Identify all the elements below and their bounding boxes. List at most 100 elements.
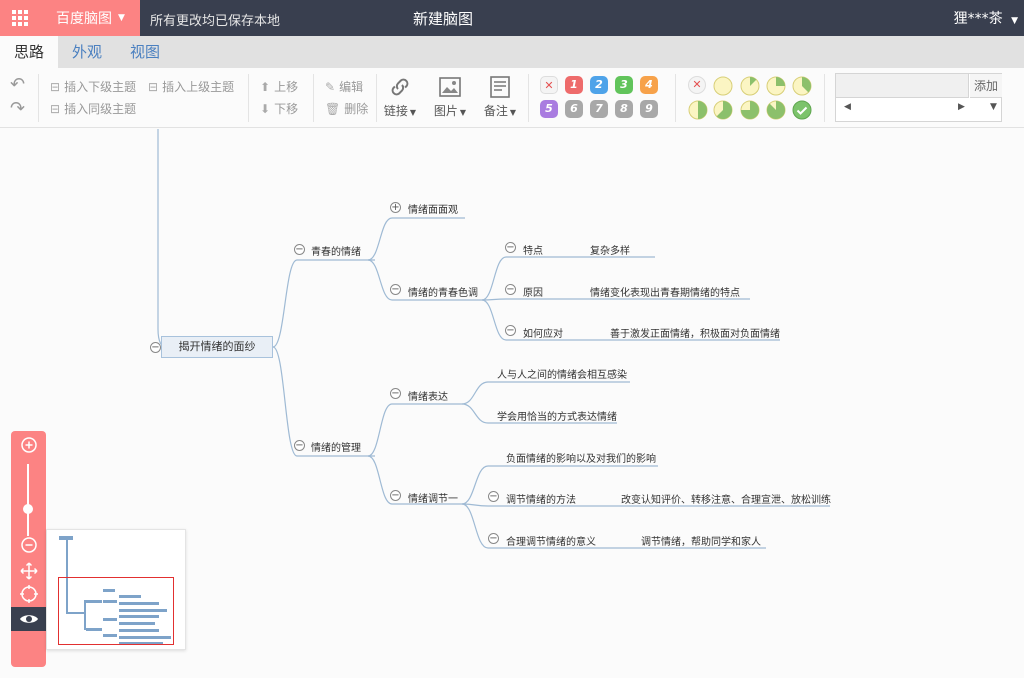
progress-1-icon[interactable] (740, 76, 760, 96)
collapse-toggle-icon[interactable]: − (390, 388, 401, 399)
insert-sibling-button[interactable]: ⊟插入同级主题 (50, 101, 137, 117)
node-youth-tone[interactable]: 情绪的青春色调 (408, 288, 478, 299)
collapse-toggle-icon[interactable]: − (390, 490, 401, 501)
progress-3-icon[interactable] (792, 76, 812, 96)
zoom-panel (11, 431, 46, 667)
zoom-in-icon[interactable] (11, 437, 46, 457)
progress-4-icon[interactable] (688, 100, 708, 120)
expand-toggle-icon[interactable]: + (390, 202, 401, 213)
priority-6[interactable]: 6 (565, 100, 583, 118)
progress-2-icon[interactable] (766, 76, 786, 96)
collapse-toggle-icon[interactable]: − (294, 244, 305, 255)
insert-child-button[interactable]: ⊟插入下级主题 (50, 79, 137, 95)
collapse-toggle-icon[interactable]: − (150, 342, 161, 353)
toolbar: ↶ ↷ ⊟插入下级主题 ⊟插入上级主题 ⊟插入同级主题 ⬆上移 ⬇下移 ✎编辑 … (0, 68, 1024, 128)
resource-input[interactable] (836, 74, 969, 98)
arrow-up-icon: ⬆ (260, 79, 271, 94)
caret-down-icon: ▼ (1011, 16, 1018, 26)
node-feature-detail[interactable]: 复杂多样 (590, 246, 630, 257)
save-status: 所有更改均已保存本地 (150, 14, 281, 29)
node-emotion-expression[interactable]: 情绪表达 (408, 392, 448, 403)
note-button[interactable]: 备注▼ (480, 74, 520, 119)
link-icon (380, 74, 420, 100)
collapse-toggle-icon[interactable]: − (488, 491, 499, 502)
link-button[interactable]: 链接▼ (380, 74, 420, 119)
node-emotion-regulation[interactable]: 情绪调节一 (408, 494, 458, 505)
node-emotion-overview[interactable]: 情绪面面观 (408, 205, 458, 216)
redo-icon[interactable]: ↷ (10, 98, 26, 119)
edit-button[interactable]: ✎编辑 (325, 79, 364, 95)
priority-5[interactable]: 5 (540, 100, 558, 118)
collapse-toggle-icon[interactable]: − (390, 284, 401, 295)
mindmap-connectors (157, 129, 830, 549)
progress-6-icon[interactable] (740, 100, 760, 120)
progress-7-icon[interactable] (766, 100, 786, 120)
root-node[interactable]: 揭开情绪的面纱 (161, 336, 273, 358)
note-icon (480, 74, 520, 100)
priority-3[interactable]: 3 (615, 76, 633, 94)
collapse-toggle-icon[interactable]: − (488, 533, 499, 544)
pencil-icon: ✎ (325, 79, 336, 94)
node-youth-emotion[interactable]: 青春的情绪 (311, 247, 361, 258)
collapse-toggle-icon[interactable]: − (294, 440, 305, 451)
priority-4[interactable]: 4 (640, 76, 658, 94)
trash-icon: 🗑 (325, 101, 341, 116)
node-regulation-meaning-detail[interactable]: 调节情绪，帮助同学和家人 (641, 537, 761, 548)
node-emotion-management[interactable]: 情绪的管理 (311, 443, 361, 454)
navigator-minimap[interactable] (46, 529, 186, 650)
node-coping-detail[interactable]: 善于激发正面情绪，积极面对负面情绪 (610, 329, 780, 340)
grid-icon (12, 10, 28, 26)
scroll-right-icon[interactable]: ▶ (958, 102, 965, 112)
collapse-toggle-icon[interactable]: − (505, 242, 516, 253)
minimap-viewport[interactable] (58, 577, 174, 645)
node-negative-impact[interactable]: 负面情绪的影响以及对我们的影响 (506, 454, 656, 465)
scroll-left-icon[interactable]: ◀ (844, 102, 851, 112)
dropdown-caret-icon[interactable]: ▼ (990, 102, 997, 112)
node-regulation-meaning[interactable]: 合理调节情绪的意义 (506, 537, 596, 548)
collapse-toggle-icon[interactable]: − (505, 284, 516, 295)
eye-icon (20, 615, 38, 623)
user-menu[interactable]: 狸***茶 ▼ (954, 8, 1018, 28)
tab-view[interactable]: 视图 (129, 43, 160, 61)
resource-add-button[interactable]: 添加 (970, 74, 1002, 98)
priority-2[interactable]: 2 (590, 76, 608, 94)
arrow-down-icon: ⬇ (260, 101, 271, 116)
node-reason-detail[interactable]: 情绪变化表现出青春期情绪的特点 (590, 288, 740, 299)
node-feature[interactable]: 特点 (523, 246, 543, 257)
node-coping[interactable]: 如何应对 (523, 329, 563, 340)
zoom-slider-track[interactable] (27, 464, 29, 536)
node-expression-proper[interactable]: 学会用恰当的方式表达情绪 (497, 412, 617, 423)
mindmap-canvas[interactable]: − 揭开情绪的面纱 − 青春的情绪 − 情绪的管理 + 情绪面面观 − 情绪的青… (0, 129, 1024, 678)
priority-9[interactable]: 9 (640, 100, 658, 118)
locate-root-icon[interactable] (11, 585, 46, 607)
move-hand-icon[interactable] (11, 562, 46, 584)
priority-8[interactable]: 8 (615, 100, 633, 118)
zoom-slider-handle[interactable] (23, 504, 33, 514)
tab-appearance[interactable]: 外观 (71, 43, 102, 61)
node-regulation-methods-detail[interactable]: 改变认知评价、转移注意、合理宣泄、放松训练 (621, 495, 831, 506)
tab-idea[interactable]: 思路 (0, 36, 58, 68)
collapse-toggle-icon[interactable]: − (505, 325, 516, 336)
undo-icon[interactable]: ↶ (10, 74, 26, 95)
move-down-button[interactable]: ⬇下移 (260, 101, 299, 117)
priority-1[interactable]: 1 (565, 76, 583, 94)
remove-priority-icon[interactable]: ✕ (540, 76, 558, 94)
document-title[interactable]: 新建脑图 (412, 10, 473, 28)
node-regulation-methods[interactable]: 调节情绪的方法 (506, 495, 576, 506)
move-up-button[interactable]: ⬆上移 (260, 79, 299, 95)
zoom-out-icon[interactable] (11, 537, 46, 557)
remove-progress-icon[interactable]: ✕ (688, 76, 706, 94)
image-button[interactable]: 图片▼ (430, 74, 470, 119)
progress-0-icon[interactable] (713, 76, 733, 96)
brand-menu[interactable]: 百度脑图 ▼ (40, 0, 140, 36)
priority-7[interactable]: 7 (590, 100, 608, 118)
node-expression-contagion[interactable]: 人与人之间的情绪会相互感染 (497, 370, 627, 381)
apps-menu-button[interactable] (0, 0, 40, 36)
insert-parent-button[interactable]: ⊟插入上级主题 (148, 79, 235, 95)
delete-button[interactable]: 🗑删除 (325, 101, 369, 117)
toggle-navigator-button[interactable] (11, 607, 46, 631)
node-reason[interactable]: 原因 (523, 288, 543, 299)
progress-done-icon[interactable] (792, 100, 812, 120)
insert-sibling-icon: ⊟ (50, 101, 61, 116)
progress-5-icon[interactable] (713, 100, 733, 120)
